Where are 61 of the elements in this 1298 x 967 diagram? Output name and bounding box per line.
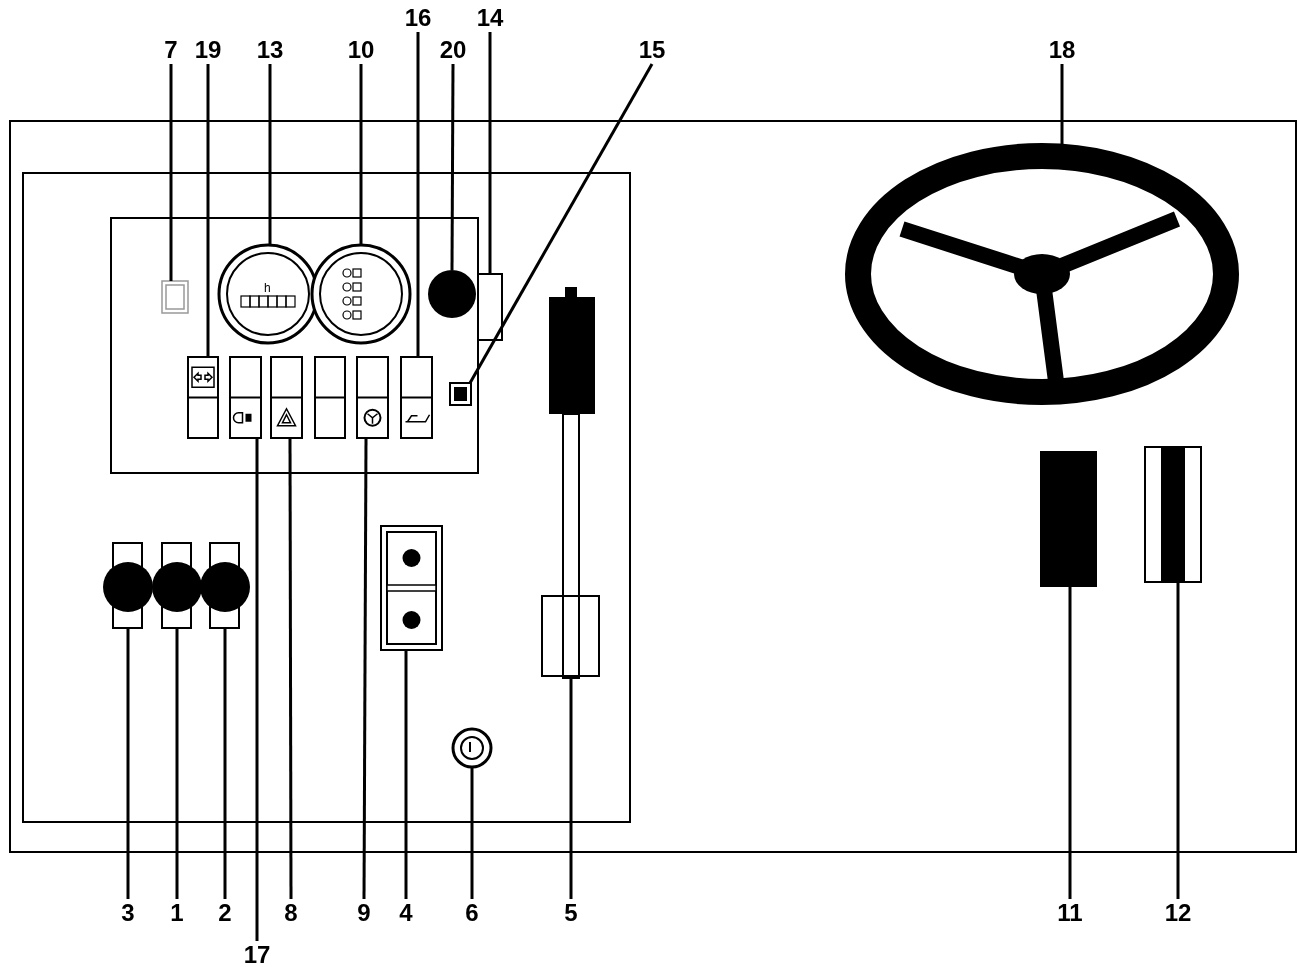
- unit-label: h: [264, 281, 271, 295]
- callout-number: 8: [284, 901, 298, 925]
- callout-number: 17: [243, 943, 271, 967]
- leader-line: [569, 678, 573, 899]
- leader-line: [255, 438, 259, 941]
- callout-number: 5: [564, 901, 578, 925]
- callout-number: 13: [256, 38, 284, 62]
- leader-line: [488, 32, 492, 274]
- callout-number: 18: [1048, 38, 1076, 62]
- leader-line: [1068, 587, 1072, 899]
- rocker-switch: [400, 356, 433, 439]
- indicator-lamp: [161, 280, 189, 314]
- leader-line: [362, 438, 368, 899]
- callout-number: 6: [465, 901, 479, 925]
- control-knob: [152, 542, 202, 629]
- leader-line: [359, 64, 363, 246]
- control-lever: [541, 287, 600, 679]
- leader-line: [450, 64, 455, 270]
- leader-line: [470, 768, 474, 899]
- leader-line: [468, 63, 654, 384]
- control-knob: [428, 270, 476, 318]
- double-switch: [380, 525, 443, 651]
- leader-line: [268, 64, 272, 246]
- rocker-switch: [314, 356, 346, 439]
- callout-number: 20: [439, 38, 467, 62]
- callout-number: 12: [1164, 901, 1192, 925]
- rocker-switch: [270, 356, 303, 439]
- callout-number: 10: [347, 38, 375, 62]
- callout-number: 3: [121, 901, 135, 925]
- rocker-switch: [229, 356, 262, 439]
- leader-line: [404, 650, 408, 899]
- push-button: [449, 382, 472, 406]
- steering-wheel-drawing: [845, 143, 1239, 405]
- indicator-gauge: [310, 243, 412, 345]
- callout-number: 16: [404, 6, 432, 30]
- leader-line: [169, 64, 173, 281]
- leader-line: [1176, 582, 1180, 899]
- rocker-switch: [187, 356, 219, 439]
- pedal: [1144, 446, 1202, 583]
- callout-number: 9: [357, 901, 371, 925]
- callout-number: 1: [170, 901, 184, 925]
- leader-line: [416, 32, 420, 357]
- switch-housing: [477, 273, 503, 341]
- callout-number: 14: [476, 6, 504, 30]
- pedal: [1040, 451, 1097, 587]
- leader-line: [223, 628, 227, 899]
- leader-line: [1060, 64, 1064, 144]
- callout-number: 11: [1057, 901, 1083, 925]
- leader-line: [126, 628, 130, 899]
- control-knob: [103, 542, 153, 629]
- callout-number: 2: [218, 901, 232, 925]
- ignition-lock: [451, 727, 493, 769]
- rocker-switch: [356, 356, 389, 439]
- leader-line: [288, 438, 293, 899]
- callout-number: 4: [399, 901, 413, 925]
- control-knob: [200, 542, 250, 629]
- leader-line: [175, 628, 179, 899]
- leader-line: [206, 64, 210, 357]
- callout-number: 19: [194, 38, 222, 62]
- callout-number: 15: [638, 38, 666, 62]
- callout-number: 7: [164, 38, 178, 62]
